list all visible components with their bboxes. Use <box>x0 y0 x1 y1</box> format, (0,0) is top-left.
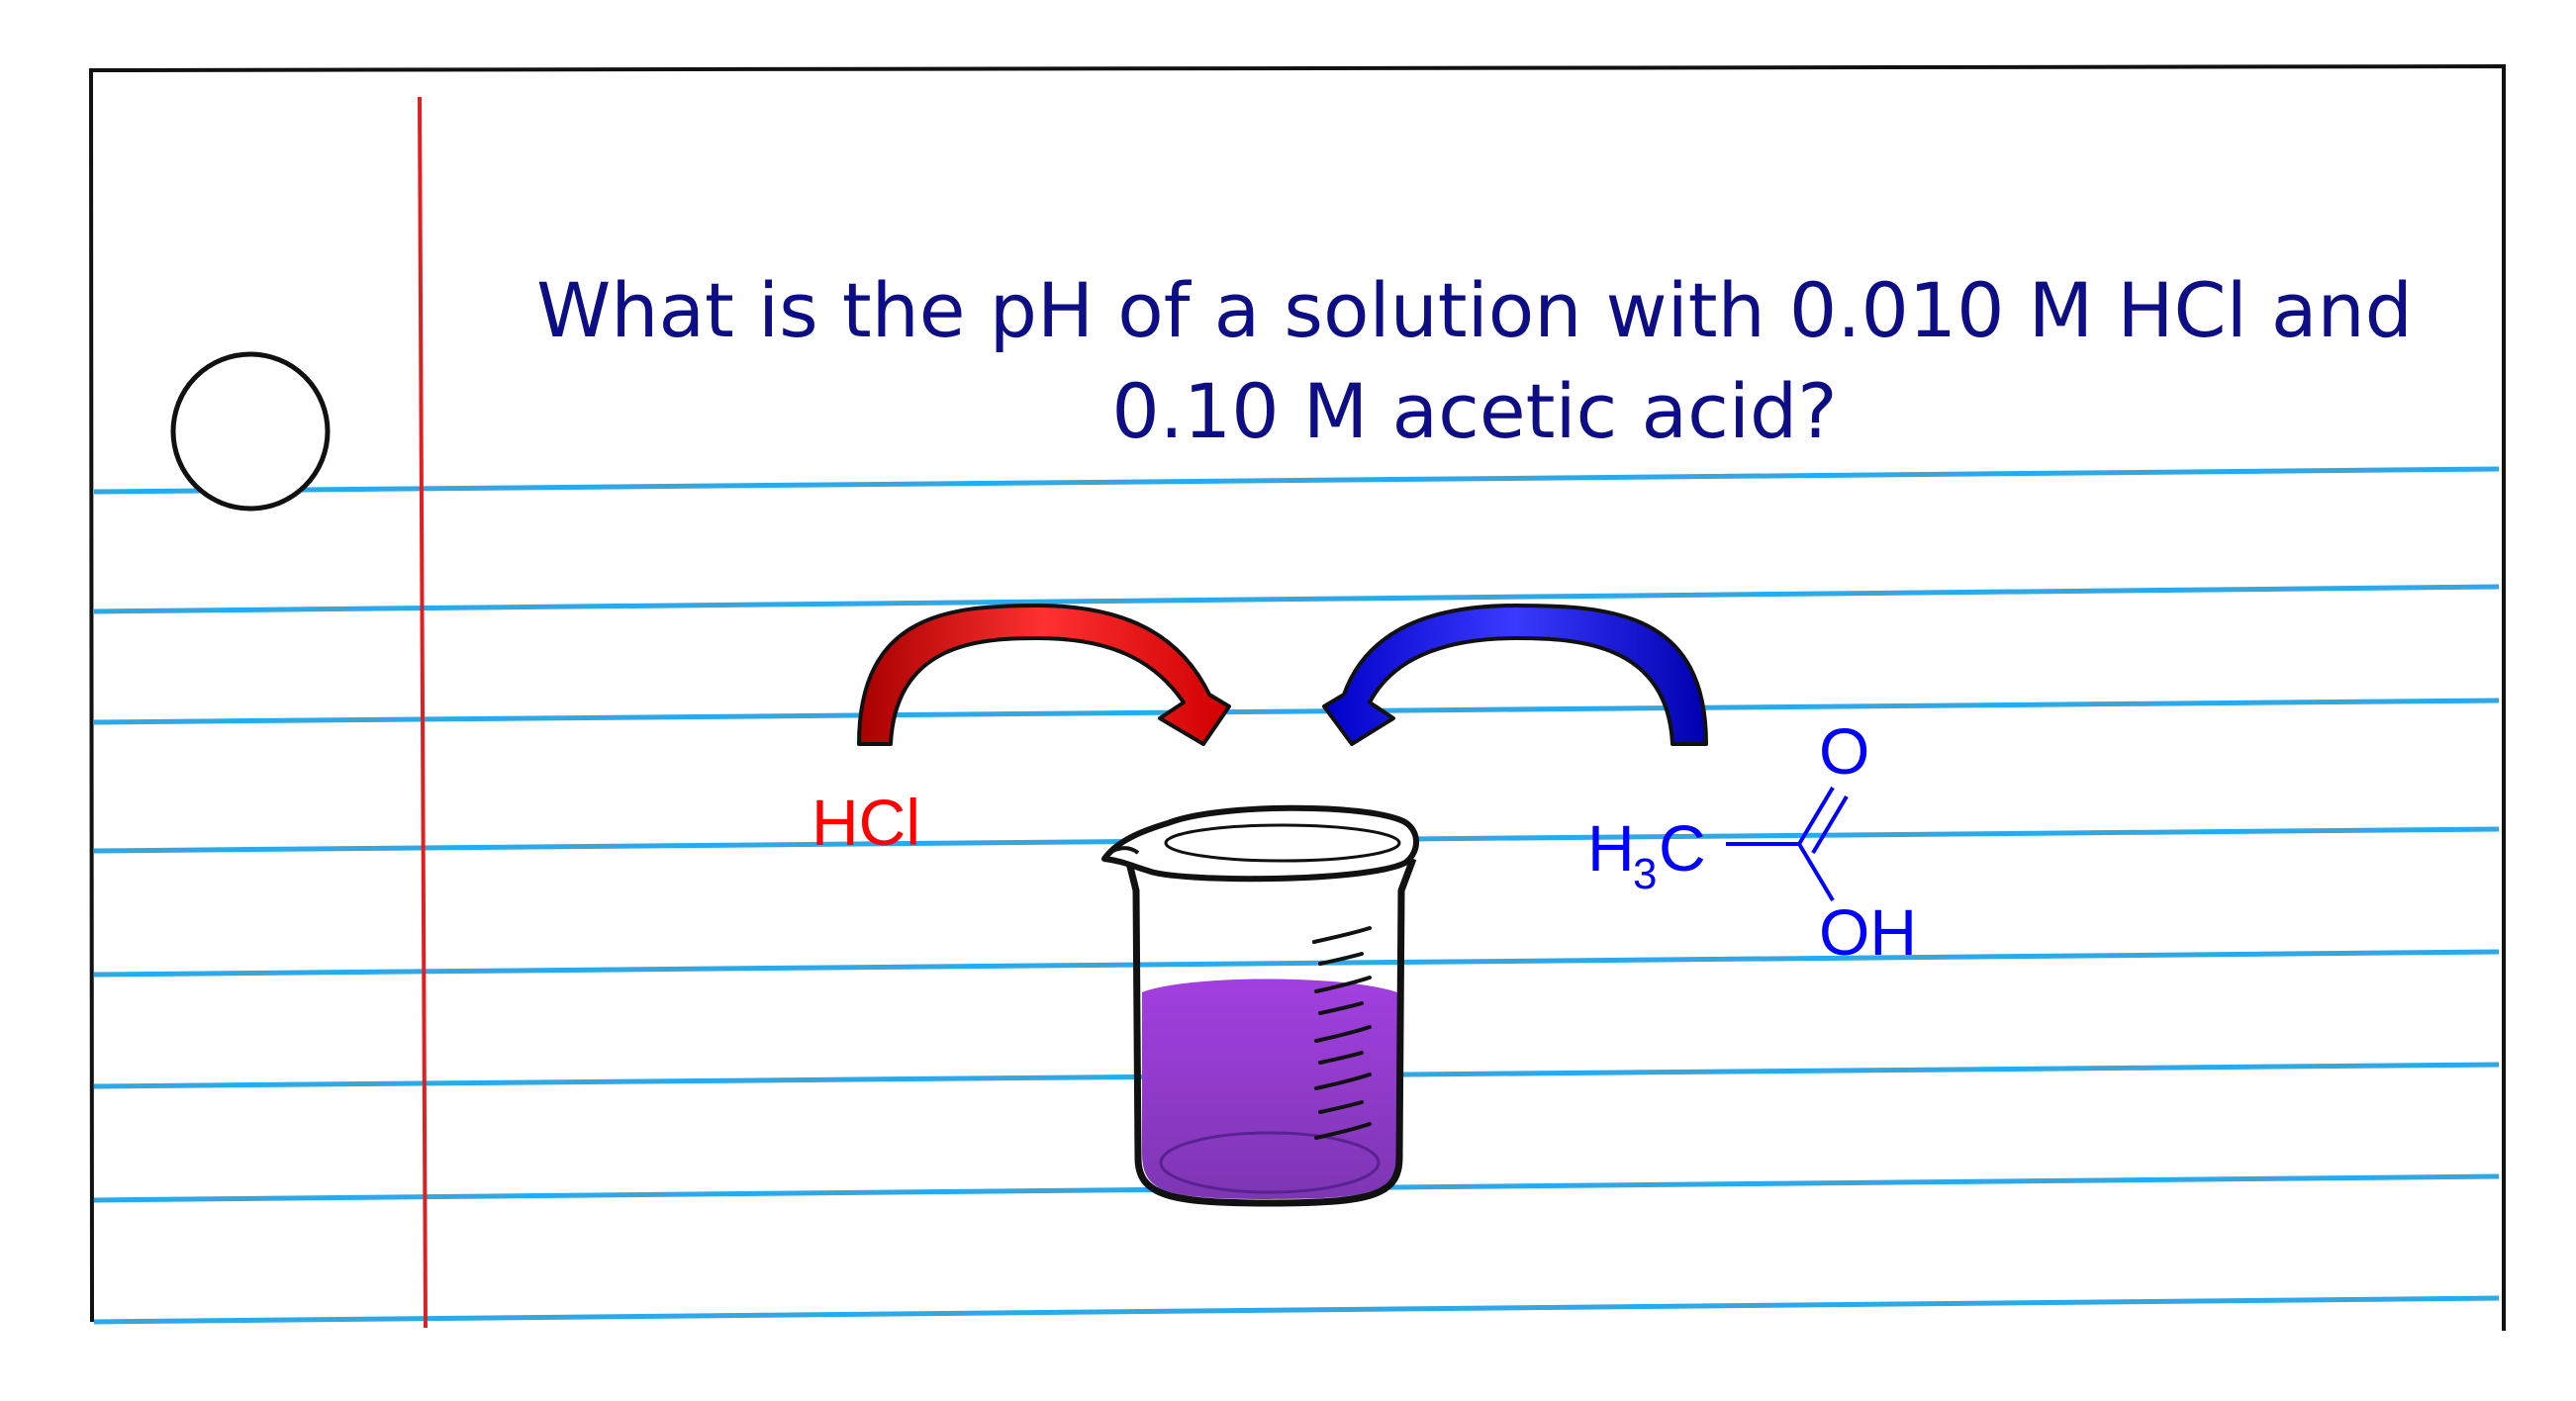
margin-line <box>418 96 428 1329</box>
solution-bottom-ellipse <box>1159 1131 1381 1194</box>
beaker-body <box>1124 857 1417 1207</box>
acetic-acid-structure: H 3 C O OH <box>1587 714 1917 969</box>
carbonyl-oxygen: O <box>1819 714 1869 788</box>
question-line-1: What is the pH of a solution with 0.010 … <box>536 266 2413 354</box>
graduation-marks <box>1312 926 1372 1140</box>
hydroxyl-group: OH <box>1819 895 1917 969</box>
methyl-subscript: 3 <box>1633 850 1657 898</box>
beaker <box>1101 804 1419 1207</box>
hcl-label: HCl <box>811 786 920 859</box>
c-o-double-bond-a <box>1797 786 1835 846</box>
blue-arrow <box>1322 604 1708 746</box>
binder-hole <box>170 351 331 512</box>
methyl-c: C <box>1659 811 1706 885</box>
beaker-solution <box>1142 979 1397 1199</box>
rule-line <box>93 949 2500 978</box>
rule-line <box>93 584 2500 614</box>
question-line-2: 0.10 M acetic acid? <box>1111 367 1837 455</box>
red-arrow <box>857 604 1231 746</box>
rule-line <box>93 466 2500 495</box>
rule-line <box>93 1295 2500 1325</box>
beaker-rim-inner <box>1164 823 1401 863</box>
beaker-rim <box>1101 804 1419 883</box>
c-o-double-bond-b <box>1811 794 1849 855</box>
beaker-spout <box>1102 846 1140 861</box>
c-oh-bond <box>1797 842 1835 902</box>
paper-outline <box>88 63 2506 1331</box>
methyl-h: H <box>1587 811 1635 885</box>
rule-line <box>93 698 2500 725</box>
